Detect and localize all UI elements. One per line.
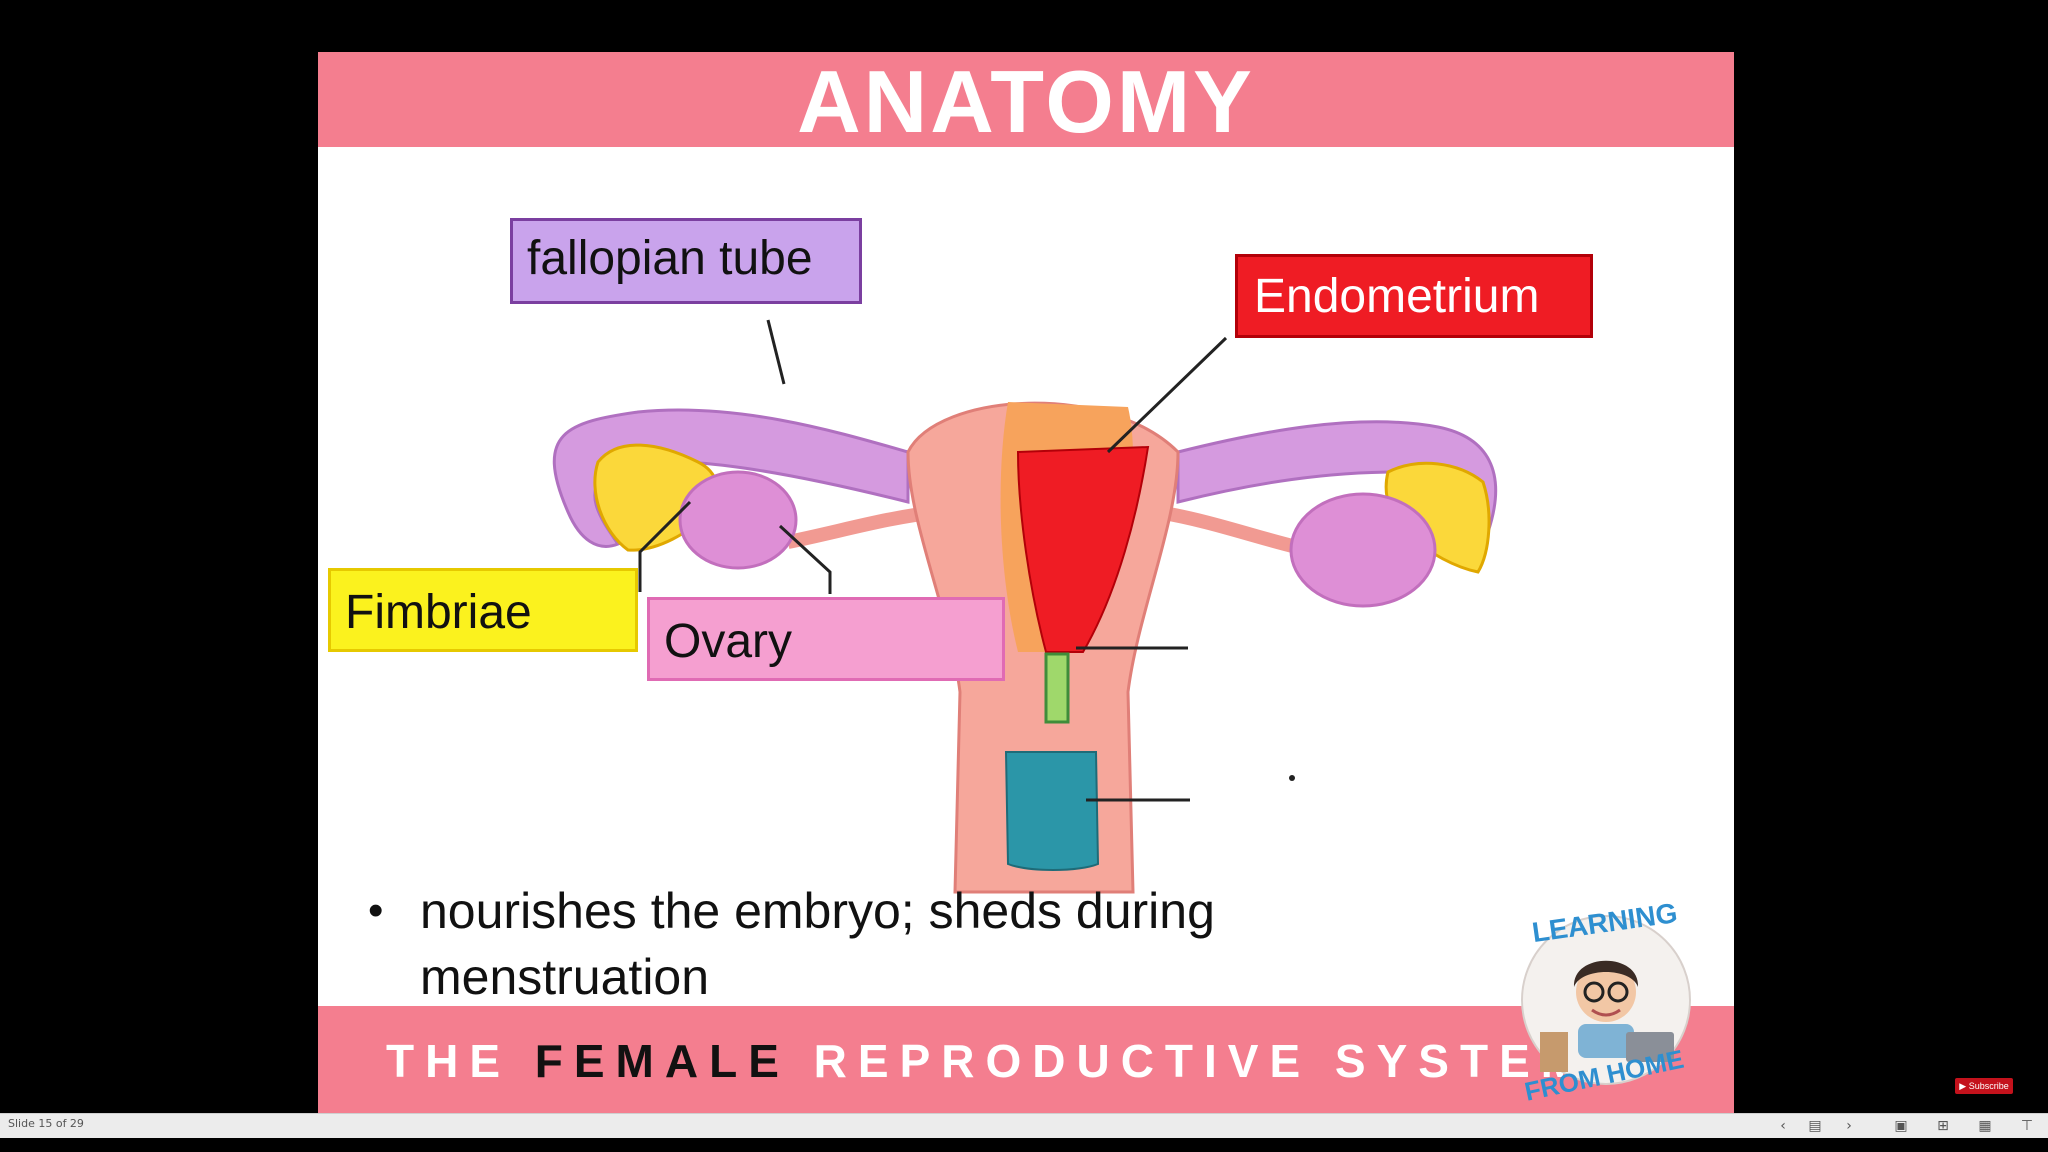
endometrium-layer xyxy=(1016,445,1150,653)
title-bar: ANATOMY xyxy=(318,52,1734,151)
footer-text: THE FEMALE REPRODUCTIVE SYSTEM xyxy=(386,1006,1590,1113)
slide-counter: Slide 15 of 29 xyxy=(8,1117,84,1130)
normal-view-icon[interactable]: ▣ xyxy=(1894,1118,1908,1134)
bullet-list: • nourishes the embryo; sheds during men… xyxy=(360,878,1360,1010)
label-fallopian-tube: fallopian tube xyxy=(510,218,862,304)
label-endometrium: Endometrium xyxy=(1235,254,1593,338)
ovary-leader-line xyxy=(778,524,832,594)
stray-dot xyxy=(1289,775,1295,781)
right-ovary xyxy=(1289,492,1437,608)
bullet-text: nourishes the embryo; sheds during menst… xyxy=(420,883,1215,1005)
chevron-right-icon[interactable]: › xyxy=(1846,1118,1852,1134)
label-ovary: Ovary xyxy=(647,597,1005,681)
footer-bar: THE FEMALE REPRODUCTIVE SYSTEM xyxy=(318,1006,1734,1113)
learning-from-home-logo: LEARNING FROM HOME xyxy=(1521,897,1691,1102)
fallopian-leader-line xyxy=(766,319,786,385)
endometrium-leader-line xyxy=(1106,336,1228,454)
footer-text-female: FEMALE xyxy=(534,1035,790,1087)
youtube-subscribe-badge[interactable]: ▶ Subscribe xyxy=(1955,1078,2013,1094)
fimbriae-leader-line xyxy=(638,500,692,592)
slide-sorter-icon[interactable]: ⊞ xyxy=(1937,1118,1949,1134)
slide-title: ANATOMY xyxy=(797,52,1255,151)
footer-text-part1: THE xyxy=(386,1035,535,1087)
bullet-dot: • xyxy=(368,886,384,935)
slide: ANATOMY fallopian tube En xyxy=(318,52,1734,1113)
left-ovary xyxy=(678,470,798,570)
slideshow-icon[interactable]: ⊤ xyxy=(2020,1118,2034,1134)
footer-text-part3: REPRODUCTIVE SYSTEM xyxy=(789,1035,1591,1087)
slide-menu-icon[interactable]: ▤ xyxy=(1808,1118,1822,1134)
reading-view-icon[interactable]: ▦ xyxy=(1978,1118,1992,1134)
label-fimbriae: Fimbriae xyxy=(328,568,638,652)
status-bar: Slide 15 of 29 ‹ ▤ › ▣ ⊞ ▦ ⊤ xyxy=(0,1113,2048,1138)
chevron-left-icon[interactable]: ‹ xyxy=(1780,1118,1786,1134)
bullet-item: • nourishes the embryo; sheds during men… xyxy=(360,878,1360,1010)
uterus-diagram xyxy=(552,319,1498,894)
vagina xyxy=(1004,751,1100,871)
cervix xyxy=(1044,652,1070,724)
